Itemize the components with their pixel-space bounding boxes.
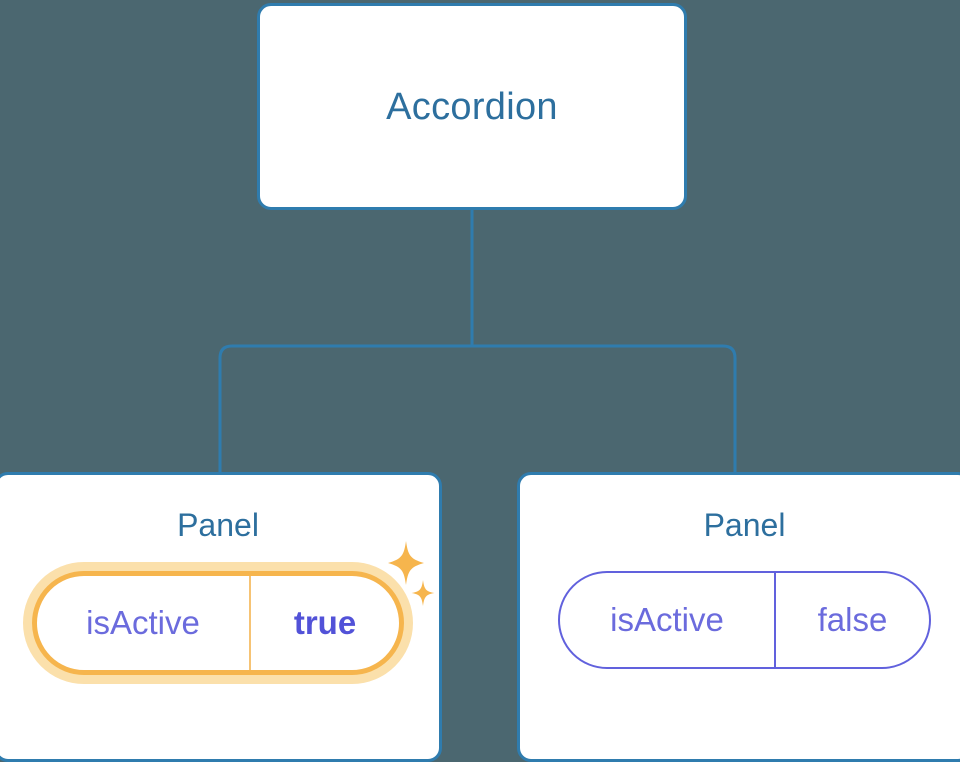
- prop-pill-left[interactable]: isActive true: [32, 571, 404, 675]
- node-panel-right[interactable]: Panel isActive false: [517, 472, 960, 762]
- node-panel-left[interactable]: Panel isActive true: [0, 472, 442, 762]
- prop-pill-right-key: isActive: [610, 601, 724, 638]
- prop-pill-right[interactable]: isActive false: [558, 571, 931, 669]
- connector-branch-right: [472, 344, 737, 472]
- prop-pill-left-key: isActive: [86, 604, 200, 641]
- prop-pill-right-value: false: [774, 573, 929, 667]
- prop-pill-left-value: true: [249, 576, 399, 670]
- node-panel-left-title: Panel: [177, 507, 259, 543]
- prop-pill-left-wrap: isActive true: [23, 562, 413, 684]
- prop-pill-right-wrap: isActive false: [558, 571, 931, 669]
- diagram-canvas: Accordion Panel isActive true Panel isAc…: [0, 3, 960, 762]
- node-accordion[interactable]: Accordion: [257, 3, 687, 210]
- node-panel-right-title: Panel: [703, 507, 786, 543]
- connector-branch-left: [218, 344, 472, 472]
- node-accordion-title: Accordion: [386, 85, 558, 128]
